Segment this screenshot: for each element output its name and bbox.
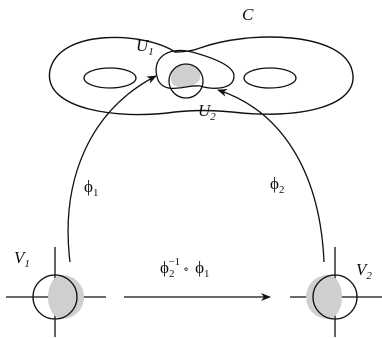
surface-hole-left [83, 67, 137, 89]
arrow-phi1 [67, 75, 157, 263]
overlap-v1 [48, 275, 84, 319]
surface-label: C [242, 5, 254, 24]
arrow-phi2 [217, 88, 325, 263]
surface-hole-right [243, 67, 297, 89]
disk-v2 [312, 274, 358, 320]
label-v1: V1 [14, 248, 30, 270]
label-u1: U1 [136, 36, 154, 58]
region-u1 [155, 49, 235, 90]
label-v2: V2 [356, 260, 372, 282]
overlap-region [170, 63, 201, 88]
overlap-v2 [306, 275, 342, 319]
label-transition: ϕ2−1∘ϕ1 [160, 256, 210, 280]
label-phi2: ϕ2 [270, 174, 284, 196]
label-phi1: ϕ1 [84, 177, 98, 199]
surface-outline [48, 36, 354, 116]
disk-v1 [32, 274, 78, 320]
label-u2: U2 [198, 101, 216, 123]
region-u2 [168, 63, 204, 99]
